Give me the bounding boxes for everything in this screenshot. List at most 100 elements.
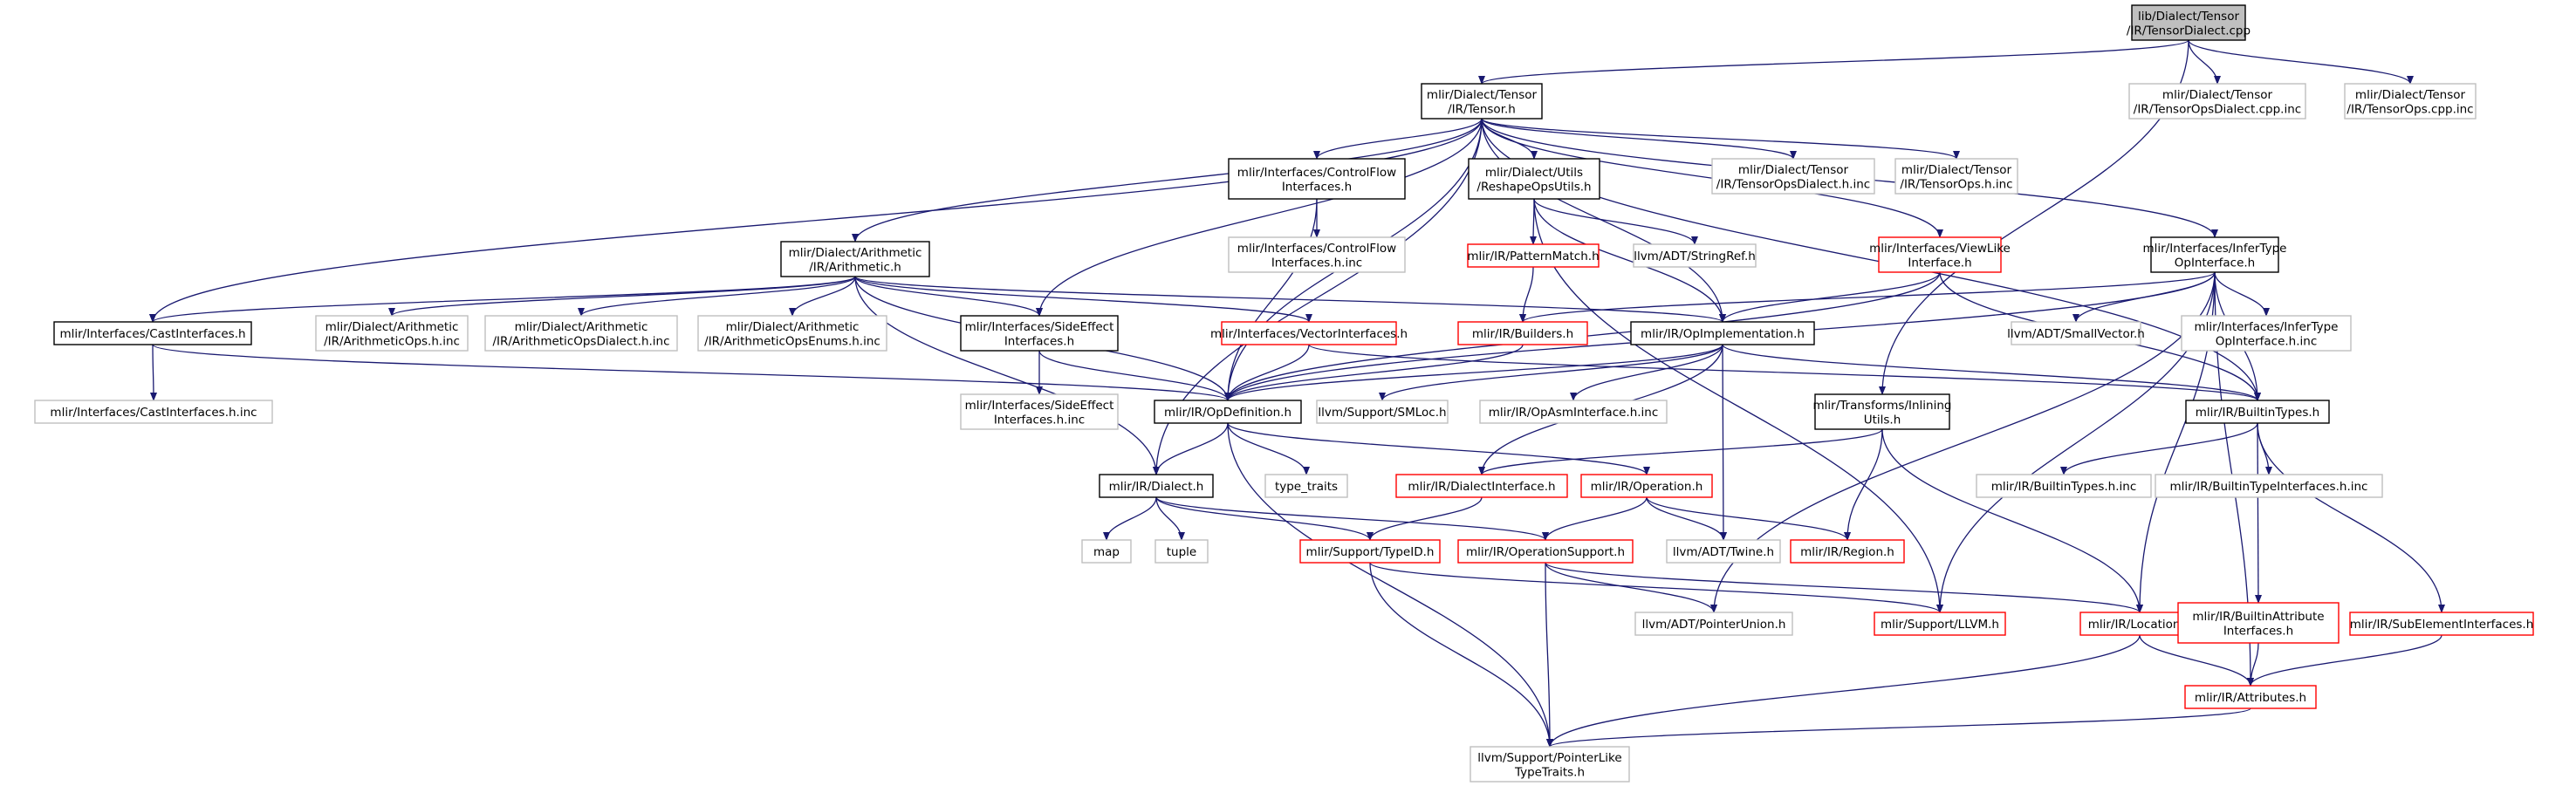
edge-tensor_h-to-viewlike <box>1481 118 1943 238</box>
node-label: mlir/IR/Attributes.h <box>2195 691 2306 705</box>
node-subelemif[interactable]: mlir/IR/SubElementInterfaces.h <box>2349 612 2534 636</box>
node-cfi_inc[interactable]: mlir/Interfaces/ControlFlowInterfaces.h.… <box>1228 236 1406 273</box>
dependency-arrow <box>2188 39 2221 85</box>
node-box <box>1457 539 1634 564</box>
edge-arith_h-to-arithenums_inc <box>789 276 856 317</box>
dependency-arrow <box>149 276 856 323</box>
node-opimpl[interactable]: mlir/IR/OpImplementation.h <box>1630 321 1815 345</box>
node-label: Interfaces.h <box>2223 624 2293 638</box>
node-sideeffect_inc[interactable]: mlir/Interfaces/SideEffectInterfaces.h.i… <box>960 393 1119 430</box>
node-smloc[interactable]: llvm/Support/SMLoc.h <box>1316 400 1449 424</box>
node-label: llvm/ADT/Twine.h <box>1673 545 1774 559</box>
edge-arith_h-to-dialect_h <box>854 276 1160 475</box>
node-box <box>960 315 1119 352</box>
node-patternmatch[interactable]: mlir/IR/PatternMatch.h <box>1467 243 1600 268</box>
node-map[interactable]: map <box>1081 539 1132 564</box>
edge-builtintypes-to-builtintypes_inc <box>2060 422 2258 475</box>
node-box <box>1479 400 1668 424</box>
node-label: mlir/IR/Location.h <box>2088 618 2192 632</box>
node-label: mlir/IR/OperationSupport.h <box>1466 545 1625 559</box>
node-box <box>1874 612 2006 636</box>
node-dialectif[interactable]: mlir/IR/DialectInterface.h <box>1395 474 1568 498</box>
node-typeid[interactable]: mlir/Support/TypeID.h <box>1299 539 1441 564</box>
node-tensordialect_inc[interactable]: mlir/Dialect/Tensor/IR/TensorOpsDialect.… <box>1711 158 1875 195</box>
dependency-arrow <box>1542 496 1648 541</box>
node-label: mlir/IR/BuiltinTypes.h <box>2196 406 2319 420</box>
edge-typeid-to-pointerlike <box>1369 562 1553 748</box>
node-builtintypes[interactable]: mlir/IR/BuiltinTypes.h <box>2185 400 2330 424</box>
dependency-arrow <box>1369 562 1553 748</box>
node-twine[interactable]: llvm/ADT/Twine.h <box>1666 539 1781 564</box>
dependency-arrow <box>1308 344 2261 401</box>
dependency-arrow <box>1478 39 2189 85</box>
node-root[interactable]: lib/Dialect/Tensor/IR/TensorDialect.cpp <box>2127 4 2251 41</box>
node-box <box>1457 321 1588 345</box>
node-builtintypes_inc[interactable]: mlir/IR/BuiltinTypes.h.inc <box>1976 474 2152 498</box>
node-label: mlir/Support/TypeID.h <box>1306 545 1435 559</box>
dependency-arrow <box>1367 496 1483 541</box>
node-arith_h[interactable]: mlir/Dialect/Arithmetic/IR/Arithmetic.h <box>780 241 930 277</box>
node-region[interactable]: mlir/IR/Region.h <box>1790 539 1905 564</box>
edge-opdef-to-typetraits <box>1227 422 1310 475</box>
edge-opdef-to-dialect_h <box>1153 422 1229 475</box>
node-label: Interfaces.h.inc <box>1271 256 1362 270</box>
node-arithenums_inc[interactable]: mlir/Dialect/Arithmetic/IR/ArithmeticOps… <box>697 315 887 352</box>
dependency-arrow <box>1155 496 1549 541</box>
edge-location-to-attributes <box>2139 634 2254 687</box>
node-dialect_h[interactable]: mlir/IR/Dialect.h <box>1099 474 1214 498</box>
edge-arith_h-to-arithdialect_inc <box>578 276 856 317</box>
node-infertype_inc[interactable]: mlir/Interfaces/InferTypeOpInterface.h.i… <box>2181 315 2352 352</box>
dependency-arrow <box>854 276 1726 323</box>
node-reshape[interactable]: mlir/Dialect/Utils/ReshapeOpsUtils.h <box>1468 158 1600 200</box>
node-pointerunion[interactable]: llvm/ADT/PointerUnion.h <box>1634 612 1793 636</box>
node-arithops_inc[interactable]: mlir/Dialect/Arithmetic/IR/ArithmeticOps… <box>315 315 469 352</box>
node-llvm_h[interactable]: mlir/Support/LLVM.h <box>1874 612 2006 636</box>
node-tensor_h[interactable]: mlir/Dialect/Tensor/IR/Tensor.h <box>1421 83 1543 120</box>
node-builtintypeif_inc[interactable]: mlir/IR/BuiltinTypeInterfaces.h.inc <box>2155 474 2383 498</box>
node-castif_inc[interactable]: mlir/Interfaces/CastInterfaces.h.inc <box>34 400 273 424</box>
node-box <box>960 393 1119 430</box>
node-label: OpInterface.h.inc <box>2216 334 2318 348</box>
node-tuple[interactable]: tuple <box>1154 539 1209 564</box>
node-opsupport[interactable]: mlir/IR/OperationSupport.h <box>1457 539 1634 564</box>
node-label: /IR/ArithmeticOpsEnums.h.inc <box>704 334 880 348</box>
node-label: mlir/Interfaces/SideEffect <box>965 399 1114 413</box>
node-label: mlir/Interfaces/InferType <box>2195 320 2339 334</box>
node-label: llvm/ADT/StringRef.h <box>1634 249 1756 263</box>
edge-opimpl-to-opasm_inc <box>1570 344 1723 401</box>
dependency-arrow <box>1379 344 1723 401</box>
node-vectorif[interactable]: mlir/Interfaces/VectorInterfaces.h <box>1210 321 1408 345</box>
node-attributes[interactable]: mlir/IR/Attributes.h <box>2184 685 2317 709</box>
node-box <box>1878 236 2002 273</box>
node-arithdialect_inc[interactable]: mlir/Dialect/Arithmetic/IR/ArithmeticOps… <box>484 315 678 352</box>
node-operation[interactable]: mlir/IR/Operation.h <box>1580 474 1713 498</box>
node-builders[interactable]: mlir/IR/Builders.h <box>1457 321 1588 345</box>
edge-tensor_h-to-reshape <box>1481 118 1538 160</box>
node-label: mlir/IR/BuiltinAttribute <box>2192 610 2324 624</box>
node-opasm_inc[interactable]: mlir/IR/OpAsmInterface.h.inc <box>1479 400 1668 424</box>
node-opdef[interactable]: mlir/IR/OpDefinition.h <box>1154 400 1302 424</box>
edge-inlining-to-location <box>1881 428 2143 613</box>
node-ops_cpp[interactable]: mlir/Dialect/Tensor/IR/TensorOps.cpp.inc <box>2344 83 2477 120</box>
node-tensorops_inc[interactable]: mlir/Dialect/Tensor/IR/TensorOps.h.inc <box>1894 158 2018 195</box>
node-box <box>1421 83 1543 120</box>
node-opsdialect_cpp[interactable]: mlir/Dialect/Tensor/IR/TensorOpsDialect.… <box>2128 83 2306 120</box>
node-box <box>1395 474 1568 498</box>
dependency-arrow <box>1224 198 1318 401</box>
edge-dialect_h-to-tuple <box>1155 496 1185 541</box>
node-typetraits[interactable]: type_traits <box>1264 474 1348 498</box>
node-box <box>1666 539 1781 564</box>
node-smallvector[interactable]: llvm/ADT/SmallVector.h <box>2007 321 2145 345</box>
edge-location-to-pointerlike <box>1546 634 2141 748</box>
node-box <box>1316 400 1449 424</box>
node-stringref[interactable]: llvm/ADT/StringRef.h <box>1633 243 1757 268</box>
dependency-arrow <box>1519 266 1534 323</box>
node-castif[interactable]: mlir/Interfaces/CastInterfaces.h <box>53 321 252 345</box>
